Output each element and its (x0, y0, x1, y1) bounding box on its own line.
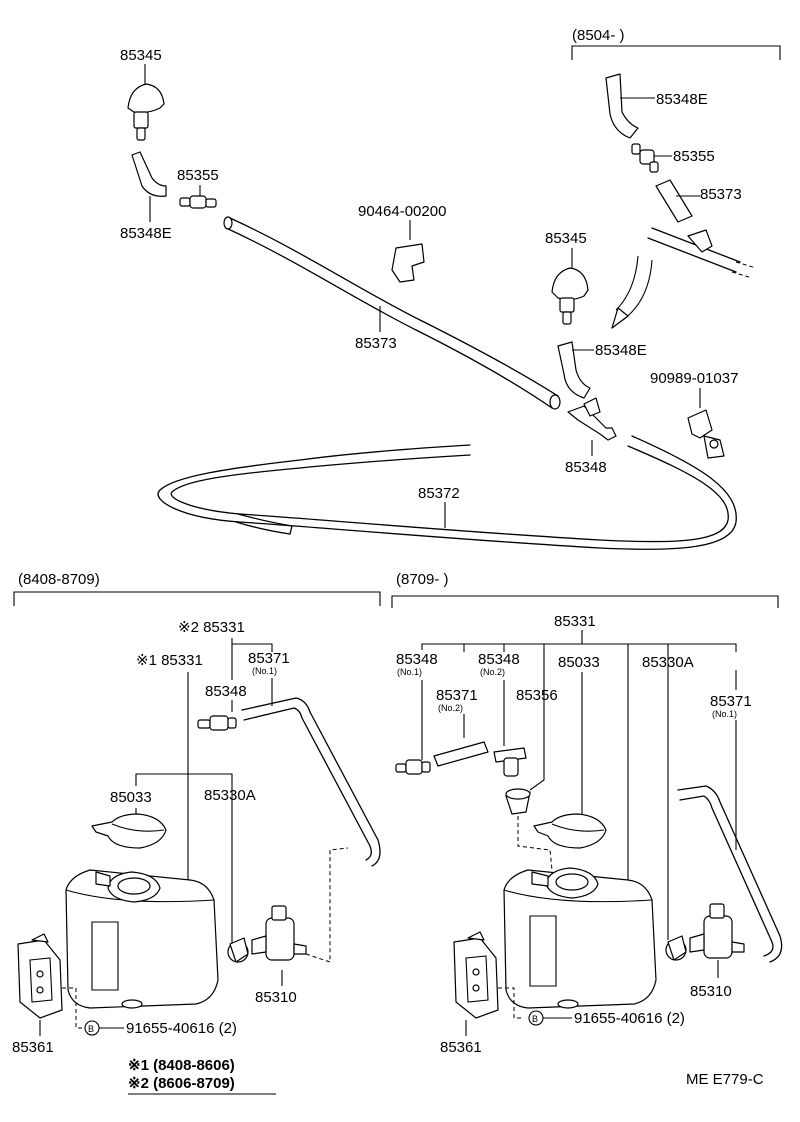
label-left-strainer: 85330A (204, 787, 256, 804)
label-nozzle-left: 85345 (120, 47, 162, 64)
hose-upper (229, 217, 559, 397)
variant-check-valve (631, 143, 659, 173)
variant-y-joint (647, 227, 757, 279)
label-variant-range: (8504- ) (572, 27, 625, 44)
check-valve-left (179, 195, 217, 209)
left-hose-no1 (241, 697, 381, 867)
label-variant-hose-elbow: 85348E (656, 91, 708, 108)
label-right-range: (8709- ) (396, 571, 449, 588)
label-right-joint-no2-sub: (No.2) (480, 667, 505, 677)
label-left-cap: 85033 (110, 789, 152, 806)
label-hose-elbow-right: 85348E (595, 342, 647, 359)
right-joint-no1 (395, 759, 431, 775)
footnote-2: ※2 (8606-8709) (128, 1075, 235, 1092)
label-hose-long: 85372 (418, 485, 460, 502)
right-pump (665, 903, 745, 961)
right-hose-no1 (677, 785, 783, 963)
left-bracket (17, 933, 63, 1019)
right-bolt-marker: B (532, 1014, 538, 1024)
hose-elbow-right (557, 341, 591, 399)
label-right-joint-no1: 85348 (396, 651, 438, 668)
variant-hose (655, 179, 693, 223)
label-left-range: (8408-8709) (18, 571, 100, 588)
label-clip: 90989-01037 (650, 370, 738, 387)
footnote-1: ※1 (8408-8606) (128, 1057, 235, 1074)
label-right-bracket: 85361 (440, 1039, 482, 1056)
left-cap-part (91, 813, 167, 849)
drawing-code: ME E779-C (686, 1071, 764, 1088)
label-right-hose-no2: 85371 (436, 687, 478, 704)
right-tank (503, 867, 657, 1009)
right-grommet (505, 788, 531, 815)
right-bracket (453, 931, 499, 1019)
clip-part (687, 409, 725, 459)
label-clamp: 90464-00200 (358, 203, 446, 220)
right-joint-no2 (493, 747, 527, 777)
left-pump (227, 905, 307, 963)
nozzle-left (127, 83, 165, 141)
left-joint-part (197, 715, 237, 731)
label-left-tank-note2: ※2 85331 (178, 619, 245, 636)
label-right-strainer: 85330A (642, 654, 694, 671)
label-right-bolt: 91655-40616 (2) (574, 1010, 685, 1027)
label-left-tank-note1: ※1 85331 (136, 652, 203, 669)
right-cap-part (533, 813, 607, 849)
label-left-joint: 85348 (205, 683, 247, 700)
variant-hose-elbow (605, 73, 639, 139)
label-left-pump: 85310 (255, 989, 297, 1006)
label-right-joint-no2: 85348 (478, 651, 520, 668)
label-right-tank: 85331 (554, 613, 596, 630)
label-joint-top: 85348 (565, 459, 607, 476)
hose-elbow-left (131, 151, 167, 197)
left-bolt-marker: B (88, 1024, 94, 1034)
label-right-hose-no2-sub: (No.2) (438, 703, 463, 713)
label-right-hose-no1: 85371 (710, 693, 752, 710)
label-hose-elbow-left: 85348E (120, 225, 172, 242)
label-check-valve-left: 85355 (177, 167, 219, 184)
label-left-hose-no1-sub: (No.1) (252, 666, 277, 676)
label-left-bracket: 85361 (12, 1039, 54, 1056)
nozzle-right (551, 267, 589, 325)
hose-long (157, 435, 737, 550)
label-variant-check-valve: 85355 (673, 148, 715, 165)
clamp-part (391, 243, 425, 283)
label-right-pump: 85310 (690, 983, 732, 1000)
left-tank (65, 869, 219, 1009)
label-right-joint-no1-sub: (No.1) (397, 667, 422, 677)
joint-top (567, 397, 617, 441)
label-right-cap: 85033 (558, 654, 600, 671)
label-hose-upper: 85373 (355, 335, 397, 352)
label-variant-hose: 85373 (700, 186, 742, 203)
label-right-grommet: 85356 (516, 687, 558, 704)
label-left-bolt: 91655-40616 (2) (126, 1020, 237, 1037)
label-left-hose-no1: 85371 (248, 650, 290, 667)
label-right-hose-no1-sub: (No.1) (712, 709, 737, 719)
right-hose-no2 (433, 741, 489, 767)
label-nozzle-right: 85345 (545, 230, 587, 247)
